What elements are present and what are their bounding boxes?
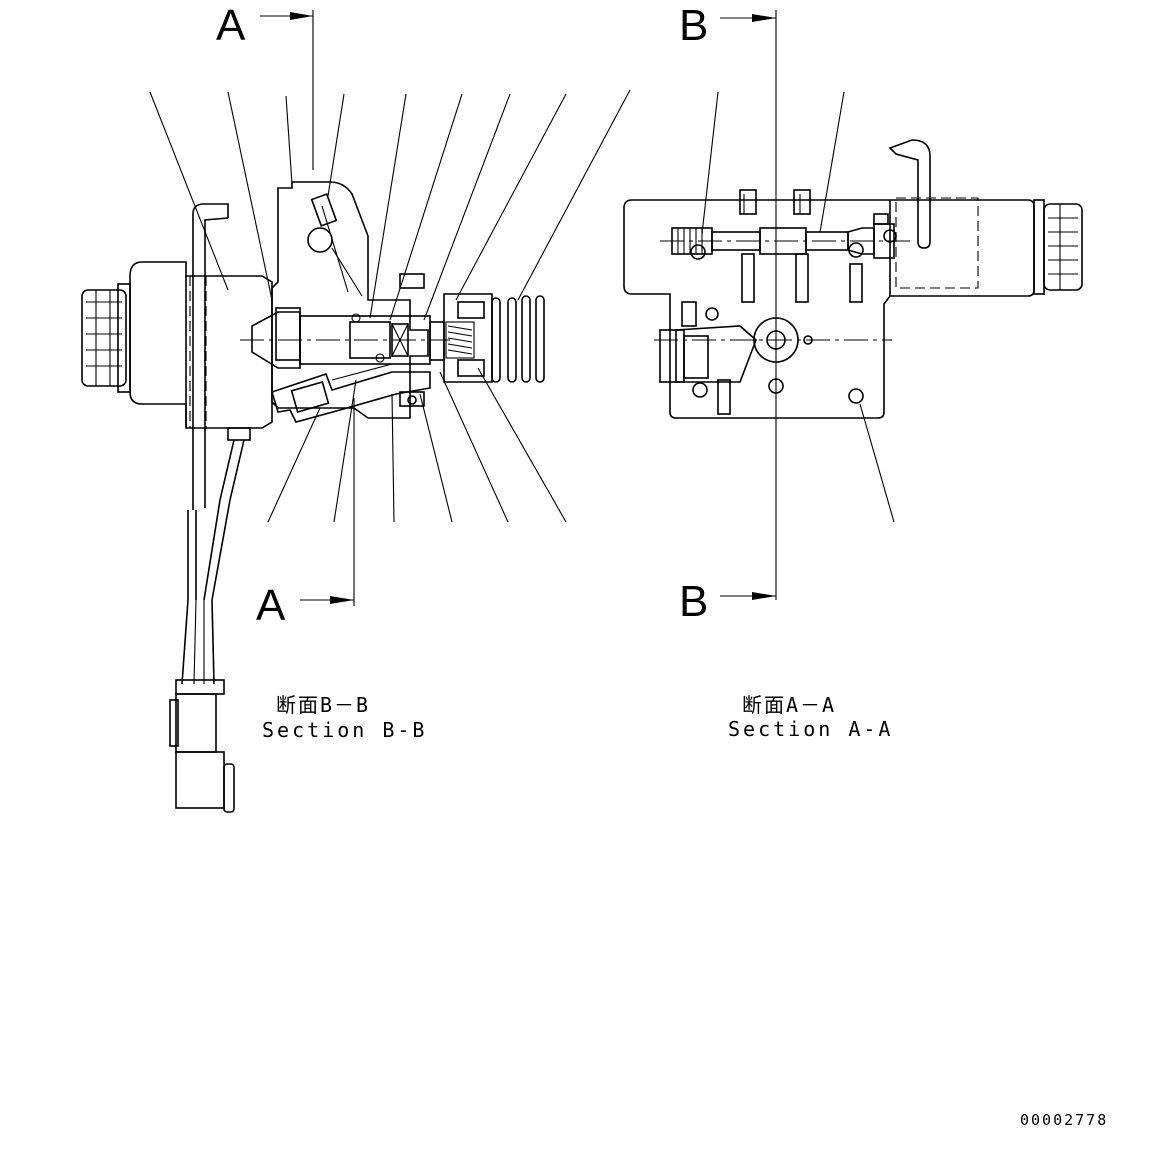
electrical-connector — [169, 679, 235, 813]
valve-body — [271, 181, 429, 419]
section-marker-b-bottom: B — [679, 577, 776, 626]
caption-a-a-japanese: 断面A－A — [742, 693, 836, 717]
marker-b-top-label: B — [679, 1, 708, 50]
central-port — [654, 317, 892, 363]
section-marker-a-bottom: A — [256, 398, 355, 630]
inner-spring — [445, 321, 475, 359]
wire-harness — [181, 427, 251, 685]
leader-lines-bottom-left — [267, 367, 567, 523]
marker-b-bottom-label: B — [679, 577, 708, 626]
section-marker-a-top: A — [216, 1, 314, 170]
section-b-b-view: 断面B－B Section B-B — [81, 89, 631, 813]
threaded-shaft — [660, 223, 910, 259]
leader-lines-top-left — [149, 89, 631, 321]
caption-a-a-english: Section A-A — [728, 717, 893, 741]
solenoid-body — [129, 261, 273, 429]
spring-housing — [429, 293, 493, 383]
marker-a-top-label: A — [216, 1, 246, 50]
angled-fitting — [271, 363, 431, 423]
marker-a-bottom-label: A — [256, 581, 286, 630]
solenoid-right — [888, 139, 1083, 296]
leader-lines-right — [701, 91, 895, 523]
outer-springs — [491, 295, 545, 383]
ports — [690, 242, 864, 404]
drawing-number: 00002778 — [1020, 1111, 1108, 1129]
vertical-bores — [681, 253, 863, 415]
side-plug — [659, 325, 757, 383]
section-a-a-view: 断面A－A Section A-A — [623, 91, 1083, 741]
top-bolts — [739, 189, 889, 225]
section-marker-b-top: B — [679, 1, 777, 600]
solenoid-knob — [81, 283, 131, 393]
caption-b-b-english: Section B-B — [262, 718, 427, 742]
caption-b-b-japanese: 断面B－B — [276, 693, 370, 717]
